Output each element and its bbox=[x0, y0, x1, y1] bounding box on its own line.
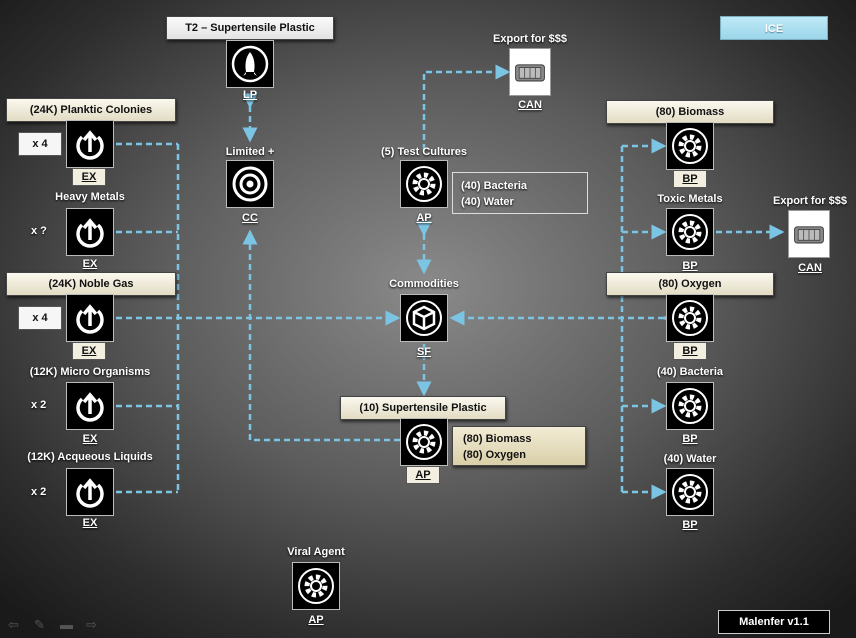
limited-label: Limited + bbox=[225, 146, 275, 158]
arrow-left-icon[interactable]: ⇦ bbox=[8, 617, 19, 632]
water-node[interactable] bbox=[666, 468, 714, 516]
biomass-header: (80) Biomass bbox=[606, 100, 774, 124]
biomass-node[interactable] bbox=[666, 122, 714, 170]
heavy-metals-node[interactable] bbox=[66, 208, 114, 256]
input-oxygen: (80) Oxygen bbox=[463, 449, 526, 461]
center-can-code[interactable]: CAN bbox=[518, 99, 542, 111]
micro-organisms-label: (12K) Micro Organisms bbox=[29, 366, 151, 378]
oxygen-code[interactable]: BP bbox=[673, 342, 707, 360]
extract-arrow-icon bbox=[76, 130, 104, 160]
supertensile-header: (10) Supertensile Plastic bbox=[340, 396, 506, 420]
right-export-label: Export for $$$ bbox=[773, 195, 847, 207]
right-can-code[interactable]: CAN bbox=[798, 262, 822, 274]
input-biomass: (80) Biomass bbox=[463, 433, 532, 445]
acqueous-liquids-label: (12K) Acqueous Liquids bbox=[27, 451, 153, 463]
noble-gas-qty: x 4 bbox=[18, 306, 62, 330]
target-icon bbox=[232, 166, 268, 202]
gear-icon bbox=[672, 214, 708, 250]
container-icon bbox=[794, 226, 824, 244]
input-water: (40) Water bbox=[461, 196, 514, 208]
link-ap-cc bbox=[242, 229, 400, 442]
arrow-right-icon[interactable]: ⇨ bbox=[86, 617, 97, 632]
gear-icon bbox=[406, 424, 442, 460]
supertensile-code[interactable]: AP bbox=[406, 466, 440, 484]
micro-organisms-qty: x 2 bbox=[31, 399, 47, 411]
title-header: T2 – Supertensile Plastic bbox=[166, 16, 334, 40]
acqueous-liquids-code[interactable]: EX bbox=[82, 517, 98, 529]
container-icon bbox=[515, 64, 545, 82]
lp-node[interactable] bbox=[226, 40, 274, 88]
bacteria-code[interactable]: BP bbox=[682, 433, 698, 445]
planktic-qty: x 4 bbox=[18, 132, 62, 156]
oxygen-node[interactable] bbox=[666, 294, 714, 342]
noble-gas-header: (24K) Noble Gas bbox=[6, 272, 176, 296]
bacteria-node[interactable] bbox=[666, 382, 714, 430]
link-ap-export bbox=[422, 64, 511, 150]
test-cultures-label: (5) Test Cultures bbox=[381, 146, 467, 158]
acqueous-liquids-qty: x 2 bbox=[31, 486, 47, 498]
test-cultures-node[interactable] bbox=[400, 160, 448, 208]
supertensile-node[interactable] bbox=[400, 418, 448, 466]
heavy-metals-code[interactable]: EX bbox=[82, 258, 98, 270]
water-label: (40) Water bbox=[663, 453, 717, 465]
test-cultures-code[interactable]: AP bbox=[416, 212, 432, 224]
sf-node[interactable] bbox=[400, 294, 448, 342]
cube-icon bbox=[406, 300, 442, 336]
heavy-metals-qty: x ? bbox=[31, 225, 47, 237]
extract-arrow-icon bbox=[76, 304, 104, 334]
extract-arrow-icon bbox=[76, 478, 104, 508]
commodities-label: Commodities bbox=[389, 278, 459, 290]
center-export-label: Export for $$$ bbox=[493, 33, 567, 45]
input-bacteria: (40) Bacteria bbox=[461, 180, 528, 192]
acqueous-liquids-node[interactable] bbox=[66, 468, 114, 516]
planktic-node[interactable] bbox=[66, 120, 114, 168]
gear-icon bbox=[672, 128, 708, 164]
water-code[interactable]: BP bbox=[682, 519, 698, 531]
oxygen-header: (80) Oxygen bbox=[606, 272, 774, 296]
cc-code[interactable]: CC bbox=[242, 212, 258, 224]
biomass-code[interactable]: BP bbox=[673, 170, 707, 188]
ice-badge: ICE bbox=[720, 16, 828, 40]
gear-icon bbox=[298, 568, 334, 604]
planktic-code[interactable]: EX bbox=[72, 168, 106, 186]
gear-icon bbox=[672, 388, 708, 424]
viral-agent-code[interactable]: AP bbox=[308, 614, 324, 626]
center-can-node[interactable] bbox=[509, 48, 551, 96]
gear-icon bbox=[672, 300, 708, 336]
lp-code[interactable]: LP bbox=[242, 89, 258, 101]
extract-arrow-icon bbox=[76, 392, 104, 422]
supertensile-inputs: (80) Biomass (80) Oxygen bbox=[452, 426, 586, 466]
sf-code[interactable]: SF bbox=[416, 346, 432, 358]
pen-icon[interactable]: ✎ bbox=[34, 617, 45, 632]
test-cultures-inputs: (40) Bacteria (40) Water bbox=[452, 172, 588, 214]
version-badge: Malenfer v1.1 bbox=[718, 610, 830, 634]
micro-organisms-code[interactable]: EX bbox=[82, 433, 98, 445]
toxic-metals-label: Toxic Metals bbox=[657, 193, 723, 205]
gear-icon bbox=[672, 474, 708, 510]
gear-icon bbox=[406, 166, 442, 202]
viral-agent-label: Viral Agent bbox=[287, 546, 345, 558]
bacteria-label: (40) Bacteria bbox=[656, 366, 724, 378]
heavy-metals-label: Heavy Metals bbox=[55, 191, 125, 203]
cc-node[interactable] bbox=[226, 160, 274, 208]
toxic-metals-code[interactable]: BP bbox=[682, 260, 698, 272]
noble-gas-node[interactable] bbox=[66, 294, 114, 342]
micro-organisms-node[interactable] bbox=[66, 382, 114, 430]
planktic-header: (24K) Planktic Colonies bbox=[6, 98, 176, 122]
screen-icon[interactable]: ▬ bbox=[60, 617, 73, 632]
viral-agent-node[interactable] bbox=[292, 562, 340, 610]
noble-gas-code[interactable]: EX bbox=[72, 342, 106, 360]
rocket-icon bbox=[231, 45, 269, 83]
extract-arrow-icon bbox=[76, 218, 104, 248]
right-can-node[interactable] bbox=[788, 210, 830, 258]
toxic-metals-node[interactable] bbox=[666, 208, 714, 256]
